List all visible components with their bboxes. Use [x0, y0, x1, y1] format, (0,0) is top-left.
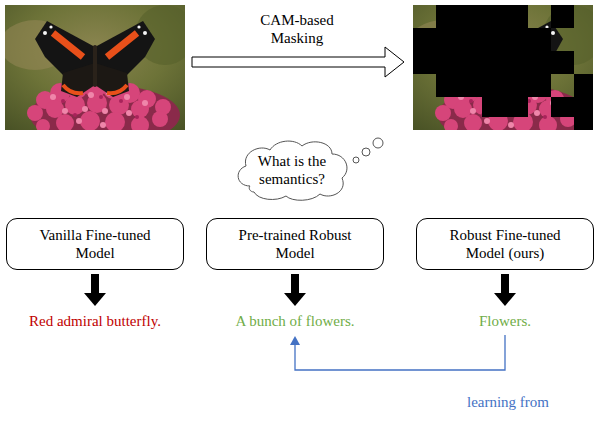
- thought-cloud: What is the semantics?: [232, 138, 352, 202]
- model-name: Vanilla Fine-tuned Model: [25, 226, 165, 262]
- model-box: Pre-trained Robust Model: [206, 218, 384, 270]
- model-name: Robust Fine-tuned Model (ours): [430, 226, 580, 262]
- arrow-label: CAM-based Masking: [247, 11, 347, 47]
- prediction-text: Flowers.: [479, 312, 531, 330]
- question-text: What is the semantics?: [246, 152, 338, 188]
- prediction-text: Red admiral butterfly.: [29, 312, 161, 330]
- model-name: Pre-trained Robust Model: [225, 226, 365, 262]
- cloud-outline: [232, 138, 352, 202]
- relation-label: learning from: [467, 393, 549, 411]
- prediction-text: A bunch of flowers.: [235, 312, 354, 330]
- model-box: Robust Fine-tuned Model (ours): [416, 218, 594, 270]
- model-box: Vanilla Fine-tuned Model: [6, 218, 184, 270]
